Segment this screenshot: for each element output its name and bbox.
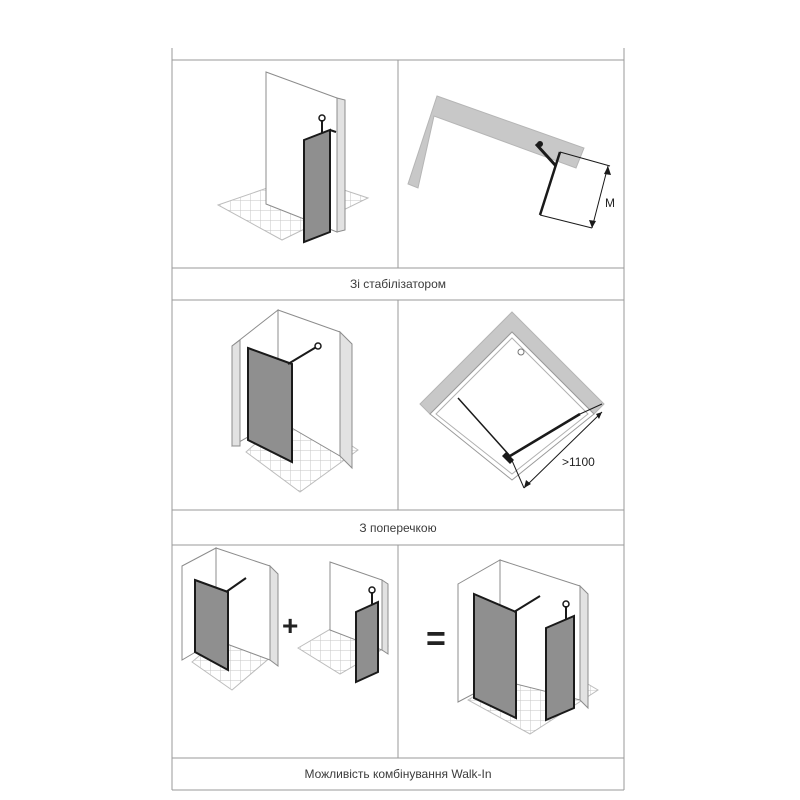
caption-walk-in-combination: Можливість комбінування Walk-In <box>304 767 492 781</box>
combination-result-unit <box>457 559 599 735</box>
table-frame <box>171 48 625 791</box>
plus-sign: + <box>282 610 299 641</box>
combination-right-unit <box>297 561 389 684</box>
caption-with-crossbar: З поперечкою <box>359 521 437 535</box>
panel-with-crossbar-3d <box>231 308 359 493</box>
caption-with-stabilizer: Зі стабілізатором <box>349 277 447 291</box>
panel-with-crossbar-plan <box>419 311 605 489</box>
dimension-label-m: M <box>605 196 615 210</box>
panel-with-stabilizer-3d <box>216 71 370 244</box>
combination-left-unit <box>181 547 279 691</box>
equals-sign: = <box>426 620 446 658</box>
dimension-label-min-width: >1100 <box>562 455 595 469</box>
panel-with-stabilizer-plan <box>407 95 611 229</box>
